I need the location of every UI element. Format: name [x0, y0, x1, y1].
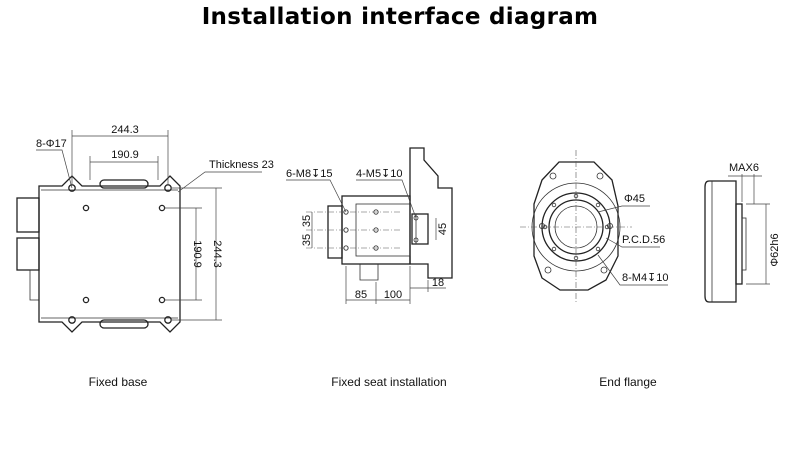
base-hole [164, 316, 172, 324]
base-body-outline [38, 175, 181, 333]
end-flange-side-view: MAX6 Φ62h6 [704, 162, 781, 303]
seat-35-bottom-label: 35 [301, 234, 313, 246]
flange-side-spigot [735, 203, 743, 285]
base-hole [158, 296, 166, 304]
flange-pcd-leader [605, 237, 660, 248]
flange-bore-leader [597, 205, 650, 213]
base-hole-spec-label: 8-Φ17 [36, 138, 67, 150]
base-hole [164, 184, 172, 192]
base-mounting-holes [68, 184, 172, 324]
flange-pcd-label: P.C.D.56 [622, 234, 665, 246]
seat-m5-label: 4-M5↧10 [356, 168, 403, 180]
flange-corner-hole [539, 222, 546, 229]
base-connector-block-top [16, 197, 40, 233]
seat-bracket-plate [409, 147, 453, 279]
base-hole [158, 204, 166, 212]
fixed-base-caption: Fixed base [89, 375, 148, 389]
flange-corner-hole [607, 222, 614, 229]
flange-m4-hole [595, 246, 601, 252]
seat-85-label: 85 [355, 289, 367, 301]
base-thickness-label: Thickness 23 [209, 159, 274, 171]
flange-m4-hole [551, 246, 557, 252]
fixed-seat-view: 6-M8↧15 4-M5↧10 35 35 45 85 100 18 Fixed… [286, 147, 453, 389]
seat-100-label: 100 [384, 289, 402, 301]
diagram-title: Installation interface diagram [201, 4, 599, 30]
flange-corner-hole [544, 266, 552, 274]
seat-lower-lip [359, 264, 379, 281]
base-hole [68, 184, 76, 192]
flange-side-tip [741, 217, 747, 271]
flange-spigot-label: Φ62h6 [769, 233, 781, 266]
flange-m4-hole [573, 255, 579, 261]
fixed-seat-caption: Fixed seat installation [331, 375, 446, 389]
base-inner-edge [41, 189, 178, 319]
end-flange-caption: End flange [599, 375, 657, 389]
seat-18-label: 18 [432, 277, 444, 289]
flange-octagon-outline [533, 161, 619, 291]
base-slot-top [99, 179, 149, 189]
seat-m5-pocket [411, 213, 429, 245]
seat-left-flange [327, 205, 343, 259]
base-hole [68, 316, 76, 324]
base-width-inner-label: 190.9 [111, 149, 139, 161]
flange-corner-hole [549, 172, 557, 180]
flange-side-body [704, 180, 737, 303]
seat-m8-leader [286, 179, 347, 213]
base-height-inner-label: 190.9 [191, 240, 203, 268]
base-connector-block-bottom [16, 237, 40, 271]
end-flange-front-view: Φ45 P.C.D.56 8-M4↧10 End flange [520, 150, 669, 389]
base-height-outer-label: 244.3 [211, 240, 223, 268]
base-width-outer-label: 244.3 [111, 124, 139, 136]
seat-m8-label: 6-M8↧15 [286, 168, 333, 180]
seat-hole [413, 237, 419, 243]
base-hole [82, 204, 90, 212]
base-hole [82, 296, 90, 304]
seat-m5-leader [356, 179, 417, 219]
flange-m4-hole [551, 202, 557, 208]
base-hole-leader [36, 149, 73, 189]
seat-35-top-label: 35 [301, 215, 313, 227]
base-thickness-leader [177, 171, 262, 193]
seat-hole [413, 215, 419, 221]
flange-m4-label: 8-M4↧10 [622, 272, 669, 284]
flange-max-label: MAX6 [729, 162, 759, 174]
flange-corner-hole [596, 172, 604, 180]
flange-m4-hole [595, 202, 601, 208]
base-slot-bottom [99, 319, 149, 329]
flange-corner-holes [539, 172, 614, 274]
flange-bore-label: Φ45 [624, 193, 645, 205]
fixed-base-view: 244.3 190.9 8-Φ17 Thickness 23 190.9 244… [16, 124, 274, 389]
seat-45-label: 45 [437, 223, 449, 235]
base-side-cable-port [29, 269, 40, 301]
flange-corner-hole [600, 266, 608, 274]
flange-m4-leader [597, 254, 668, 286]
